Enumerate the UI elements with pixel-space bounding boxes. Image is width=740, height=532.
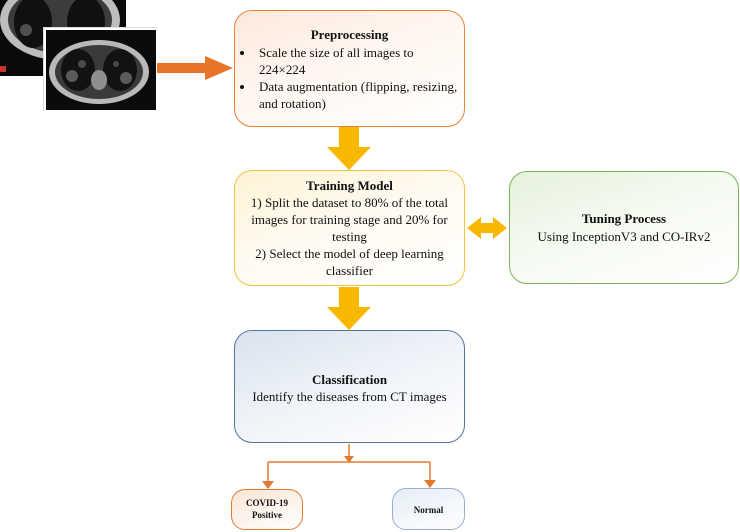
covid-label-line2: Positive bbox=[252, 510, 282, 520]
covid-positive-box: COVID-19 Positive bbox=[231, 489, 303, 530]
ct-scan-image-front bbox=[44, 28, 158, 112]
down-arrow-icon-1 bbox=[327, 127, 371, 170]
connector-arrowhead-normal bbox=[424, 480, 436, 488]
preprocessing-bullet: Data augmentation (flipping, resizing, a… bbox=[255, 78, 458, 112]
tuning-process-box: Tuning Process Using InceptionV3 and CO-… bbox=[509, 171, 739, 284]
connector-arrowhead-center bbox=[344, 456, 354, 463]
preprocessing-bullets: Scale the size of all images to 224×224 … bbox=[241, 44, 458, 112]
down-arrow-icon-2 bbox=[327, 287, 371, 330]
covid-label: COVID-19 Positive bbox=[232, 497, 302, 521]
covid-label-line1: COVID-19 bbox=[246, 498, 288, 508]
training-title: Training Model bbox=[306, 178, 393, 193]
classification-text: Identify the diseases from CT images bbox=[252, 389, 447, 404]
preprocessing-bullet: Scale the size of all images to 224×224 bbox=[255, 44, 458, 78]
tuning-text: Using InceptionV3 and CO-IRv2 bbox=[537, 229, 711, 244]
training-step: 2) Select the model of deep learning cla… bbox=[255, 246, 444, 278]
training-model-box: Training Model 1) Split the dataset to 8… bbox=[234, 170, 465, 286]
preprocessing-title: Preprocessing bbox=[310, 27, 389, 42]
classification-box: Classification Identify the diseases fro… bbox=[234, 330, 465, 443]
left-right-arrow-icon bbox=[467, 217, 507, 239]
classification-title: Classification bbox=[311, 372, 388, 387]
preprocessing-box: Preprocessing Scale the size of all imag… bbox=[234, 10, 465, 127]
connector-arrowhead-covid bbox=[262, 481, 274, 489]
normal-label: Normal bbox=[413, 505, 444, 515]
tuning-title: Tuning Process bbox=[581, 211, 667, 226]
training-step: 1) Split the dataset to 80% of the total… bbox=[250, 195, 449, 244]
training-steps: 1) Split the dataset to 80% of the total… bbox=[239, 194, 460, 279]
input-right-arrow-icon bbox=[157, 56, 233, 80]
normal-box: Normal bbox=[392, 488, 465, 530]
